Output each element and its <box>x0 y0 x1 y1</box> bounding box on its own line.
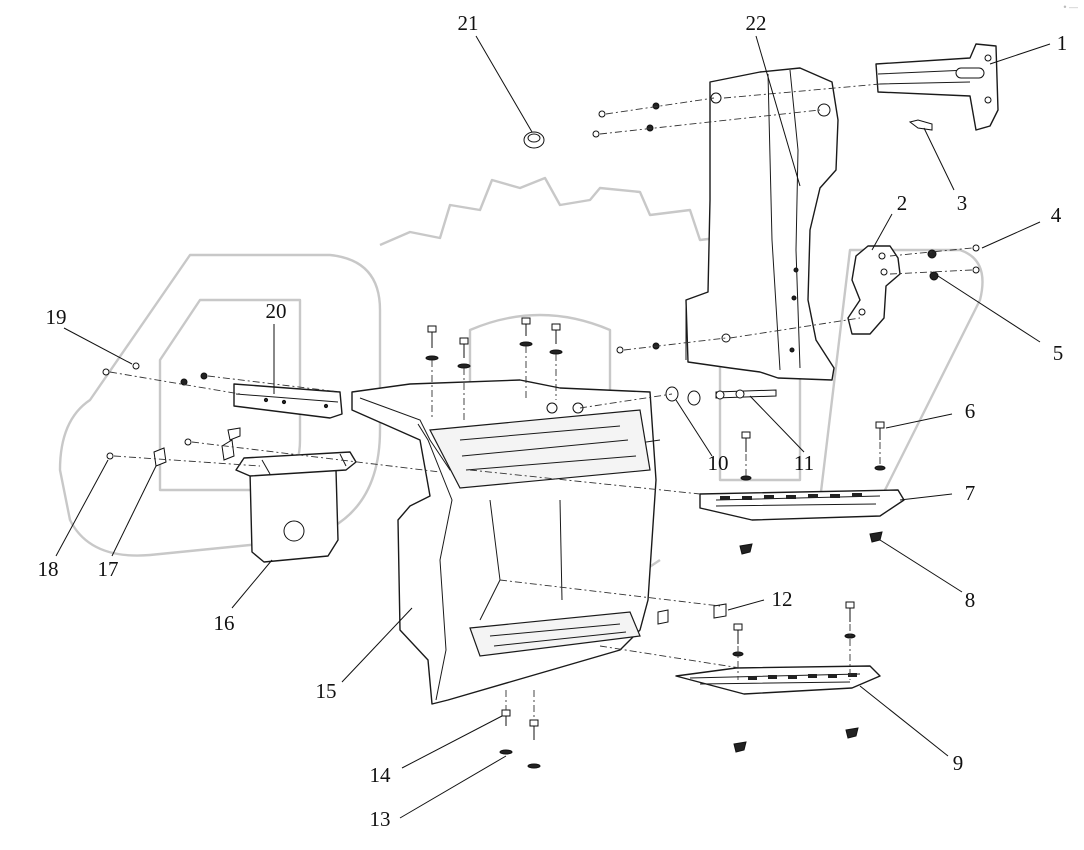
callout-16: 16 <box>214 611 235 635</box>
step-housing-part-15 <box>351 379 661 705</box>
callout-14: 14 <box>370 763 392 787</box>
callout-15: 15 <box>316 679 337 703</box>
step-tread-part-7 <box>699 489 905 521</box>
callout-22: 22 <box>746 11 767 35</box>
callout-7: 7 <box>965 481 976 505</box>
callout-8: 8 <box>965 588 976 612</box>
callout-17: 17 <box>98 557 119 581</box>
callout-3: 3 <box>957 191 968 215</box>
callout-20: 20 <box>266 299 287 323</box>
mud-flap-part-16 <box>235 451 357 563</box>
callout-9: 9 <box>953 751 964 775</box>
rear-panel-part-22 <box>685 67 839 381</box>
corner-mark: • — <box>1063 2 1078 12</box>
callout-1: 1 <box>1057 31 1068 55</box>
callout-2: 2 <box>897 191 908 215</box>
side-bracket-part-2 <box>847 245 901 335</box>
callout-19: 19 <box>46 305 67 329</box>
callout-13: 13 <box>370 807 391 831</box>
callout-18: 18 <box>38 557 59 581</box>
cap-part-21 <box>523 131 545 149</box>
callout-12: 12 <box>772 587 793 611</box>
callout-4: 4 <box>1051 203 1062 227</box>
upper-bracket-part-1 <box>875 43 999 131</box>
callout-labels: 1 2 3 4 5 6 7 8 9 10 11 12 13 14 15 16 1… <box>38 11 1068 831</box>
assembly-centerlines <box>109 83 973 720</box>
leader-lines <box>55 35 1051 819</box>
step-tread-part-9 <box>675 665 881 695</box>
callout-5: 5 <box>1053 341 1064 365</box>
callout-6: 6 <box>965 399 976 423</box>
fasteners <box>102 102 980 769</box>
callout-21: 21 <box>458 11 479 35</box>
callout-10: 10 <box>708 451 729 475</box>
bracket-part-20 <box>233 383 343 419</box>
callout-11: 11 <box>794 451 814 475</box>
